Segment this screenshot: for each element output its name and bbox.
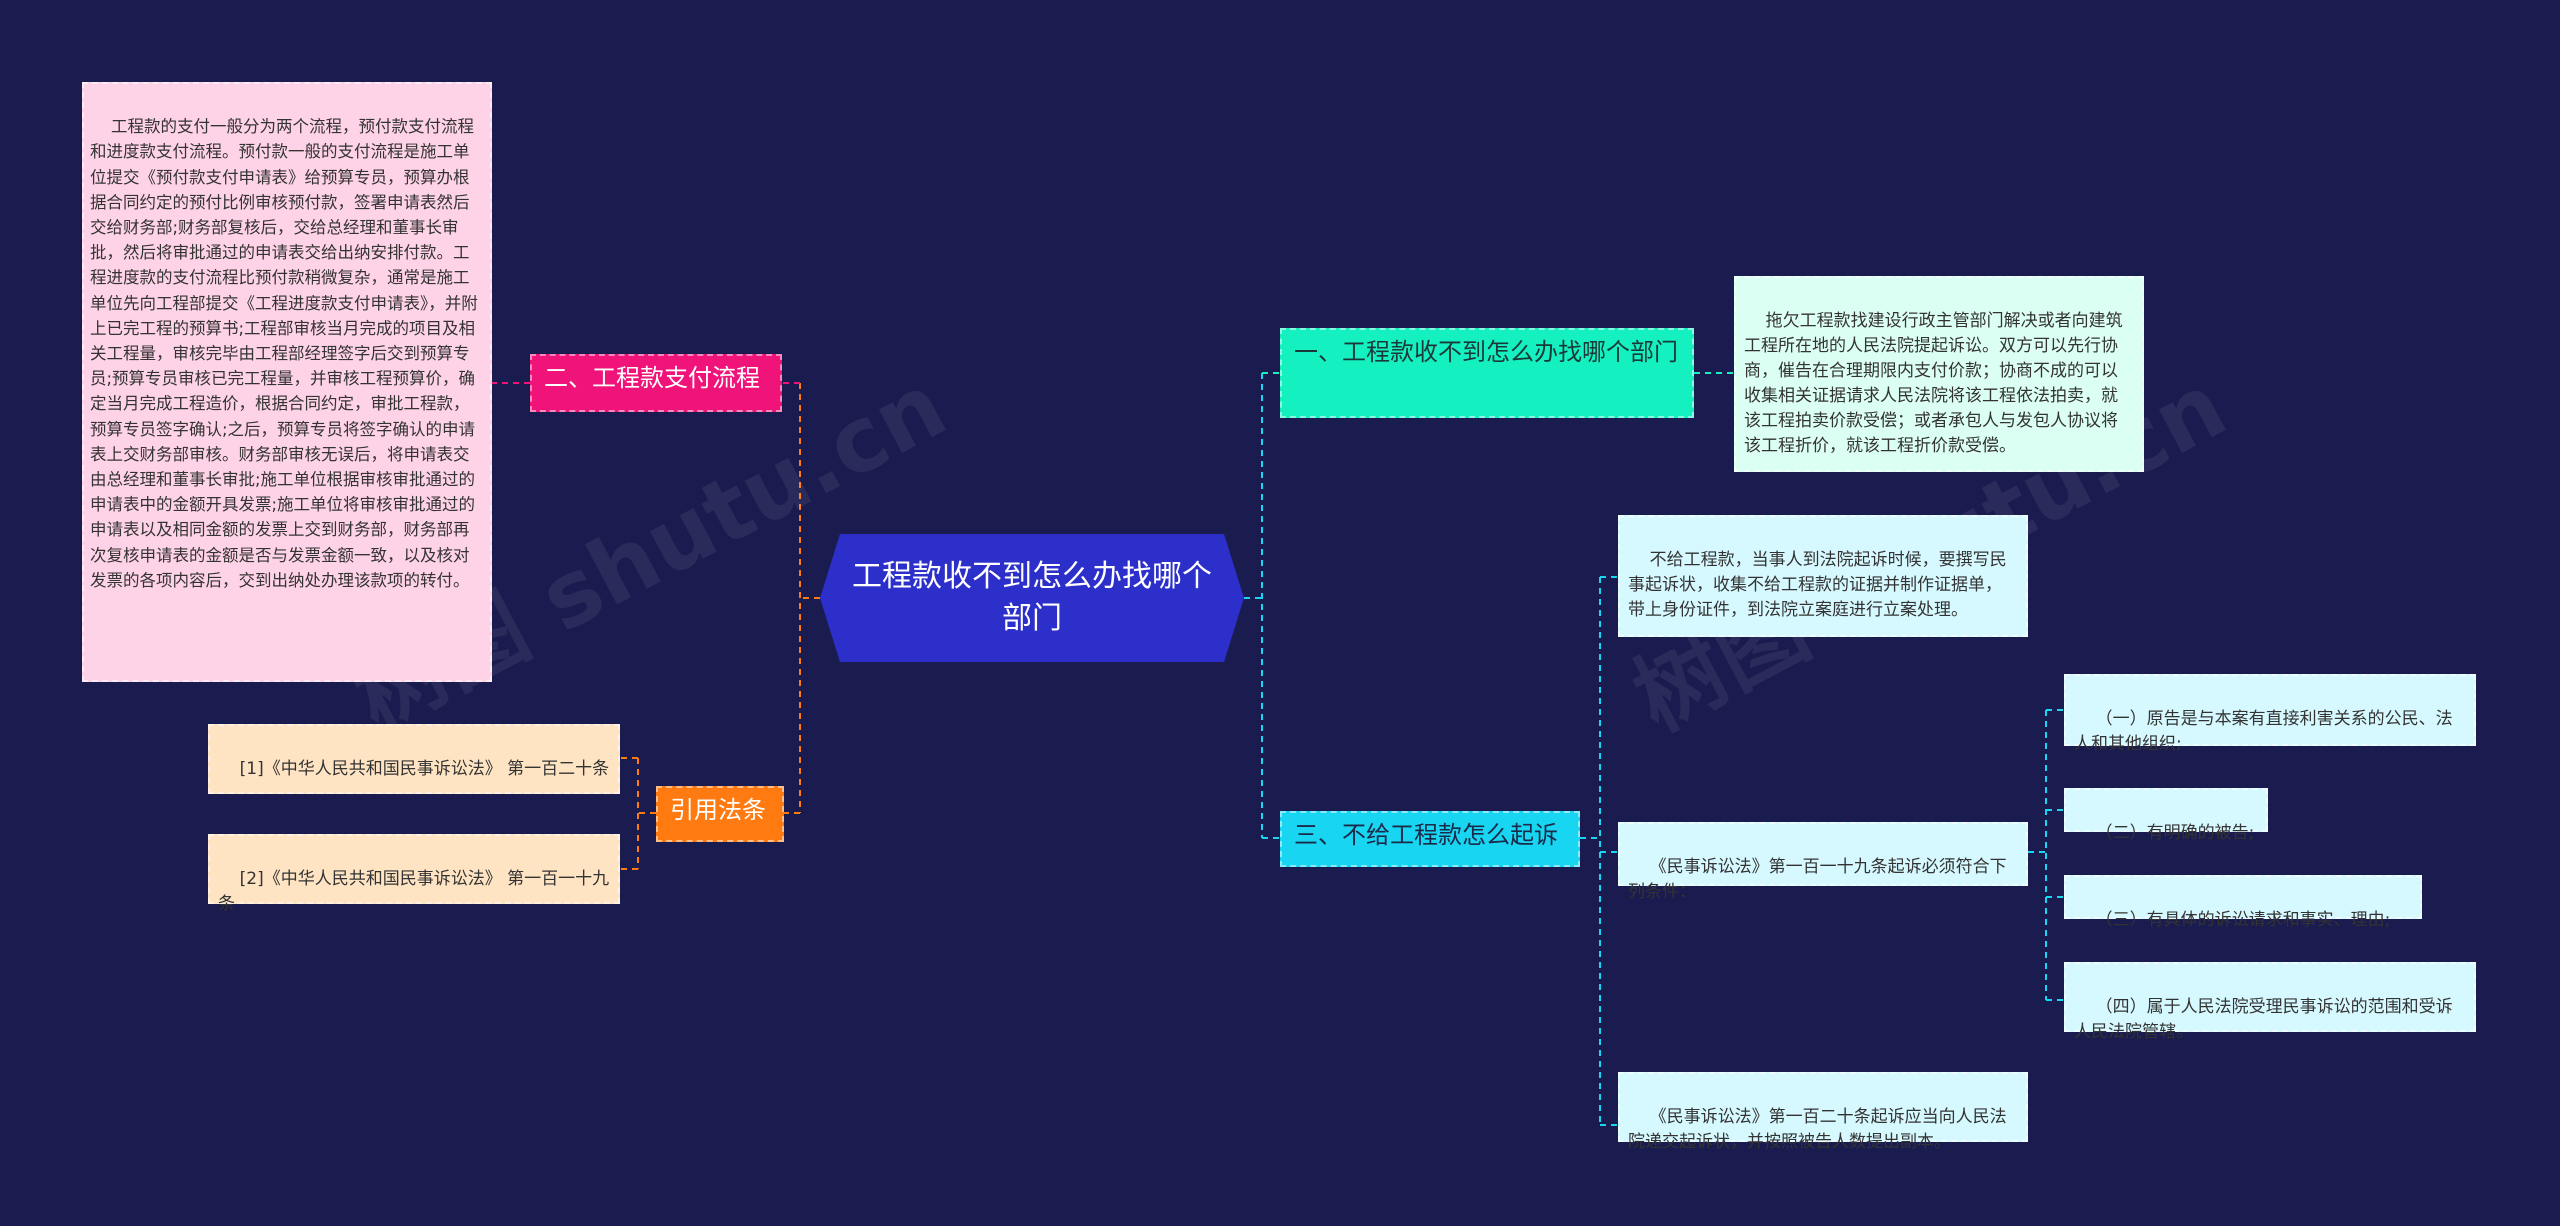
- leaf-b3-text2: 《民事诉讼法》第一百一十九条起诉必须符合下列条件：: [1618, 822, 2028, 902]
- branch-node-b2[interactable]: 二、工程款支付流程: [530, 354, 782, 412]
- central-topic[interactable]: 工程款收不到怎么办找哪个部门: [820, 534, 1244, 662]
- branch-label: 引用法条: [670, 796, 766, 824]
- leaf-condition-1: （一）原告是与本案有直接利害关系的公民、法人和其他组织;: [2064, 674, 2476, 754]
- leaf-b3-text3: 《民事诉讼法》第一百二十条起诉应当向人民法院递交起诉状，并按照被告人数提出副本。: [1618, 1072, 2028, 1152]
- leaf-b2-text: 工程款的支付一般分为两个流程，预付款支付流程和进度款支付流程。预付款一般的支付流…: [82, 82, 492, 682]
- leaf-condition-3: （三）有具体的诉讼请求和事实、理由;: [2064, 875, 2422, 930]
- branch-label: 一、工程款收不到怎么办找哪个部门: [1294, 338, 1678, 366]
- leaf-b1-text: 拖欠工程款找建设行政主管部门解决或者向建筑工程所在地的人民法院提起诉讼。双方可以…: [1734, 276, 2144, 472]
- branch-node-b1[interactable]: 一、工程款收不到怎么办找哪个部门: [1280, 328, 1694, 418]
- branch-node-b4[interactable]: 引用法条: [656, 786, 784, 842]
- leaf-b3-text1: 不给工程款，当事人到法院起诉时候，要撰写民事起诉状，收集不给工程款的证据并制作证…: [1618, 515, 2028, 637]
- leaf-condition-2: （二）有明确的被告;: [2064, 788, 2268, 843]
- branch-label: 三、不给工程款怎么起诉: [1294, 821, 1558, 849]
- branch-label: 二、工程款支付流程: [544, 364, 760, 392]
- leaf-law-2: [2]《中华人民共和国民事诉讼法》 第一百一十九条: [208, 834, 620, 914]
- leaf-law-1: [1]《中华人民共和国民事诉讼法》 第一百二十条: [208, 724, 620, 794]
- central-topic-label: 工程款收不到怎么办找哪个部门: [852, 559, 1212, 636]
- leaf-condition-4: （四）属于人民法院受理民事诉讼的范围和受诉人民法院管辖。: [2064, 962, 2476, 1042]
- branch-node-b3[interactable]: 三、不给工程款怎么起诉: [1280, 811, 1580, 867]
